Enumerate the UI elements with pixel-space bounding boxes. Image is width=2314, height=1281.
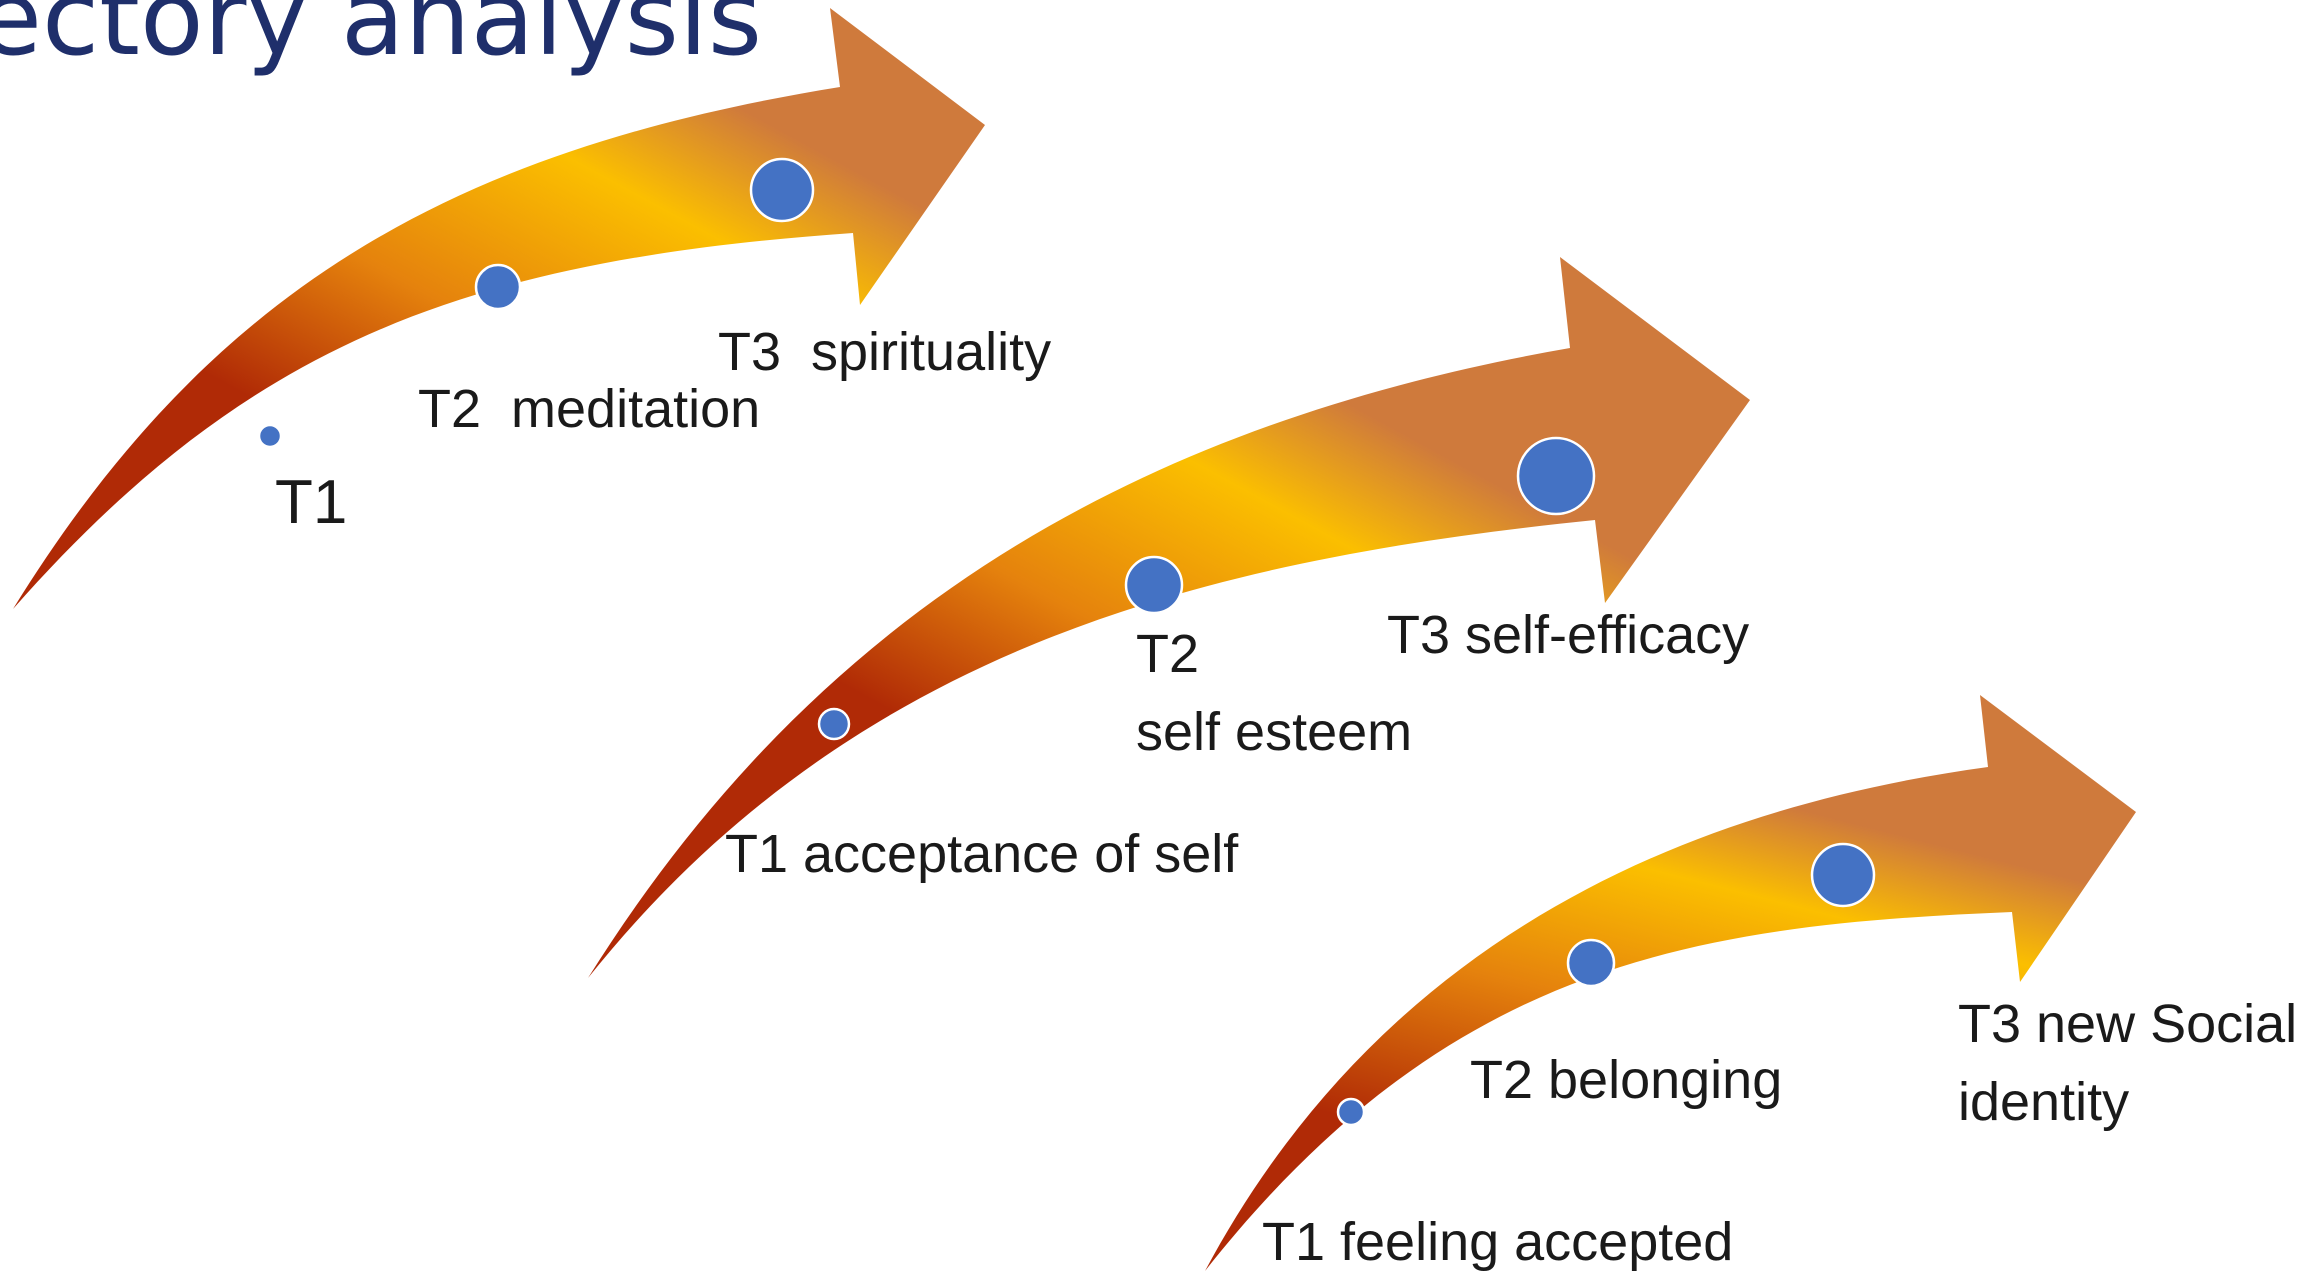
- arrow-3-point-t3-label: T3 new Social identity: [1958, 994, 2298, 1132]
- arrow-3-point-t3-dot: [1810, 842, 1876, 908]
- slide-title: ectory analysis: [0, 0, 763, 79]
- arrow-3-point-t1-label: T1 feeling accepted: [1262, 1212, 1734, 1272]
- arrow-2-point-t3-dot: [1516, 436, 1596, 516]
- arrow-2-point-t2-dot: [1124, 555, 1184, 615]
- arrow-2-point-t1-label: T1 acceptance of self: [725, 824, 1239, 884]
- arrow-3-point-t2-label: T2 belonging: [1470, 1050, 1783, 1110]
- arrow-1-shape: [13, 8, 985, 609]
- arrow-2-point-t1-dot: [817, 707, 851, 741]
- arrow-1-point-t3-label: T3 spirituality: [718, 322, 1052, 382]
- arrow-3-point-t2-dot: [1566, 938, 1616, 988]
- arrow-1: [13, 8, 985, 609]
- arrow-3: [1205, 695, 2136, 1271]
- arrow-1-point-t1-label: T1: [275, 468, 348, 537]
- arrow-2-point-t2-label: T2 self esteem: [1136, 624, 1413, 762]
- arrow-1-point-t2-dot: [474, 263, 522, 311]
- arrow-3-point-t1-dot: [1336, 1097, 1366, 1127]
- arrow-1-point-t2-label: T2 meditation: [418, 379, 761, 439]
- arrow-2-point-t3-label: T3 self-efficacy: [1387, 605, 1750, 665]
- arrow-3-shape: [1205, 695, 2136, 1271]
- arrow-1-point-t3-dot: [749, 157, 815, 223]
- arrow-2: [588, 257, 1750, 978]
- arrow-2-shape: [588, 257, 1750, 978]
- arrow-1-point-t1-dot: [257, 423, 283, 449]
